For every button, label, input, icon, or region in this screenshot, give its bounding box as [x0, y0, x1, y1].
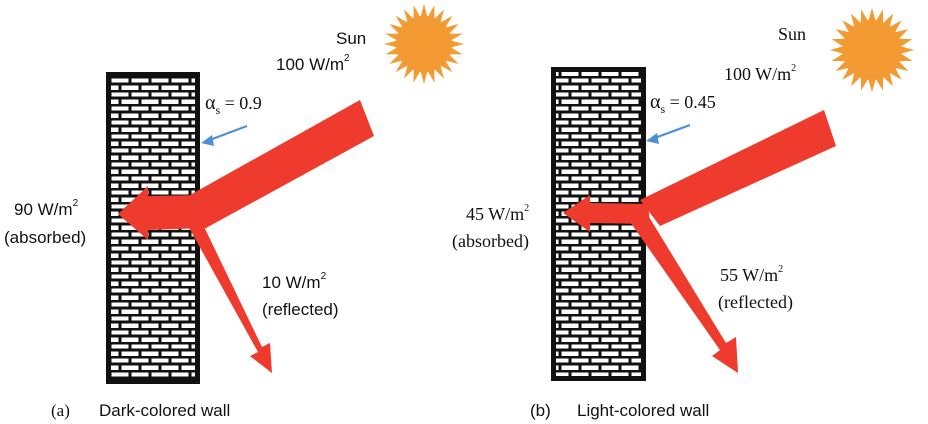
sun-icon [384, 4, 464, 84]
reflected-caption: (reflected) [718, 292, 793, 313]
absorbed-caption: (absorbed) [452, 231, 529, 252]
reflected-flux-label: 55 W/m2 [720, 264, 783, 285]
absorptivity-label: αs = 0.9 [205, 92, 262, 117]
reflected-radiation-arrow [628, 212, 738, 373]
absorbed-flux-label: 90 W/m2 [14, 198, 79, 219]
sun-flux-label: 100 W/m2 [276, 53, 350, 74]
brick-wall-icon [551, 67, 646, 381]
absorptivity-pointer [201, 124, 248, 146]
reflected-radiation-arrow [182, 210, 272, 373]
absorbed-flux-label: 45 W/m2 [466, 203, 529, 224]
reflected-flux-label: 10 W/m2 [262, 271, 327, 292]
absorptivity-label: αs = 0.45 [650, 91, 716, 116]
caption-letter-a: (a) [51, 401, 70, 420]
incident-radiation-arrow [190, 100, 374, 228]
incident-radiation-arrow [640, 110, 836, 226]
panel-b: Sun 100 W/m2 αs = 0.45 45 W/m2 (absorbed… [452, 8, 914, 420]
caption-b: Light-colored wall [577, 401, 709, 420]
sun-icon [830, 8, 914, 92]
caption-letter-b: (b) [530, 401, 551, 420]
absorbed-caption: (absorbed) [4, 228, 86, 247]
absorptivity-pointer [646, 123, 691, 144]
caption-a: Dark-colored wall [99, 401, 230, 420]
sun-flux-label: 100 W/m2 [724, 63, 796, 84]
absorbed-radiation-arrow [563, 195, 650, 232]
sun-label: Sun [336, 29, 366, 48]
panel-a: Sun 100 W/m2 αs = 0.9 90 W/m2 (absorbed)… [4, 4, 464, 420]
sun-label: Sun [778, 24, 806, 44]
absorbed-radiation-arrow [118, 186, 206, 240]
reflected-caption: (reflected) [262, 300, 339, 319]
